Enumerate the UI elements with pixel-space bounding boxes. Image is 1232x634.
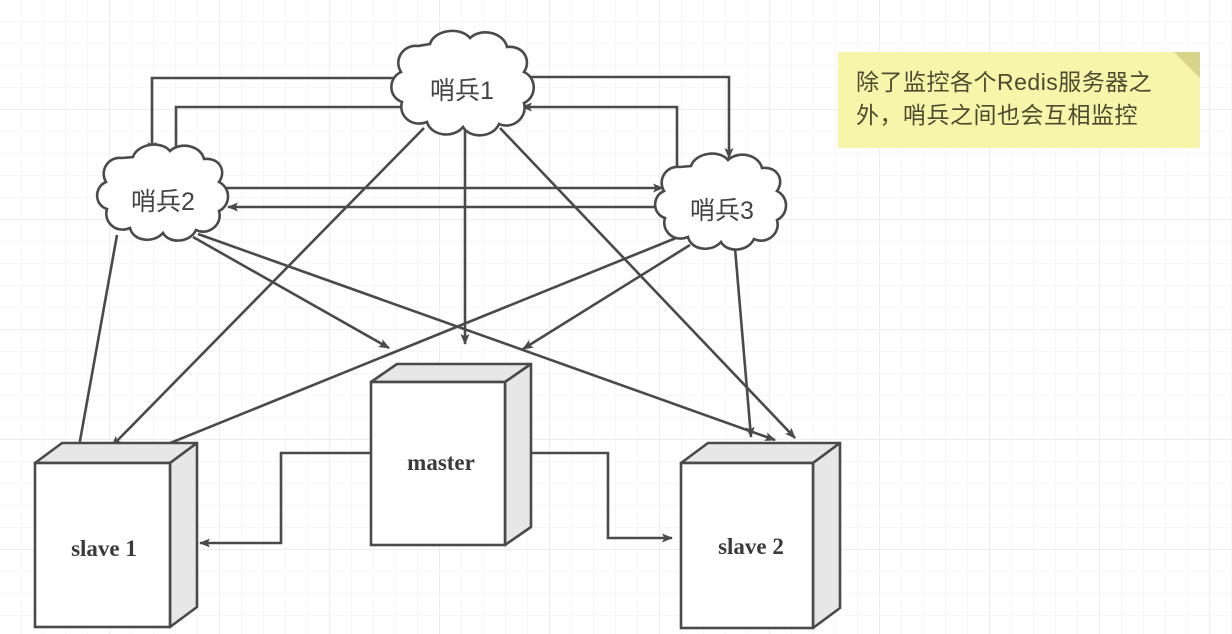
master-front-face: [369, 380, 507, 547]
edge-sentinel3-to-slave2: [733, 247, 755, 438]
node-sentinel2[interactable]: [95, 143, 230, 242]
sticky-note-text: 除了监控各个Redis服务器之外，哨兵之间也会互相监控: [856, 69, 1153, 128]
node-sentinel1[interactable]: [390, 29, 536, 137]
edge-sentinel2-to-master: [192, 235, 390, 350]
edge-sentinel3-to-master: [522, 243, 691, 351]
nodes-layer: [33, 29, 842, 630]
sentinel3-cloud-shape: [653, 152, 788, 251]
master-side-face: [503, 362, 533, 547]
sticky-note[interactable]: 除了监控各个Redis服务器之外，哨兵之间也会互相监控: [838, 52, 1200, 148]
edge-master-to-slave1: [199, 451, 371, 548]
slave2-front-face: [679, 461, 815, 630]
edge-sentinel1-to-sentinel2: [147, 76, 404, 153]
sticky-note-fold-corner: [1174, 52, 1200, 78]
edge-sentinel1-to-slave1: [111, 127, 425, 447]
sentinel1-cloud-shape: [390, 29, 536, 137]
slave1-side-face: [168, 441, 199, 629]
edge-master-to-slave2: [531, 451, 673, 543]
edges-layer: [75, 75, 796, 548]
edge-sentinel2-to-slave2: [197, 232, 776, 442]
node-slave2[interactable]: [679, 441, 842, 630]
sentinel2-cloud-shape: [95, 143, 230, 242]
node-slave1[interactable]: [33, 441, 199, 629]
node-master[interactable]: [369, 362, 533, 547]
edge-sentinel2-to-slave1: [75, 234, 119, 453]
slave1-front-face: [33, 461, 172, 629]
edge-sentinel1-to-sentinel3: [513, 75, 734, 159]
edge-sentinel3-to-slave1: [147, 236, 677, 454]
node-sentinel3[interactable]: [653, 152, 788, 251]
slave2-side-face: [811, 441, 842, 630]
edge-sentinel3-to-sentinel1: [521, 102, 679, 175]
